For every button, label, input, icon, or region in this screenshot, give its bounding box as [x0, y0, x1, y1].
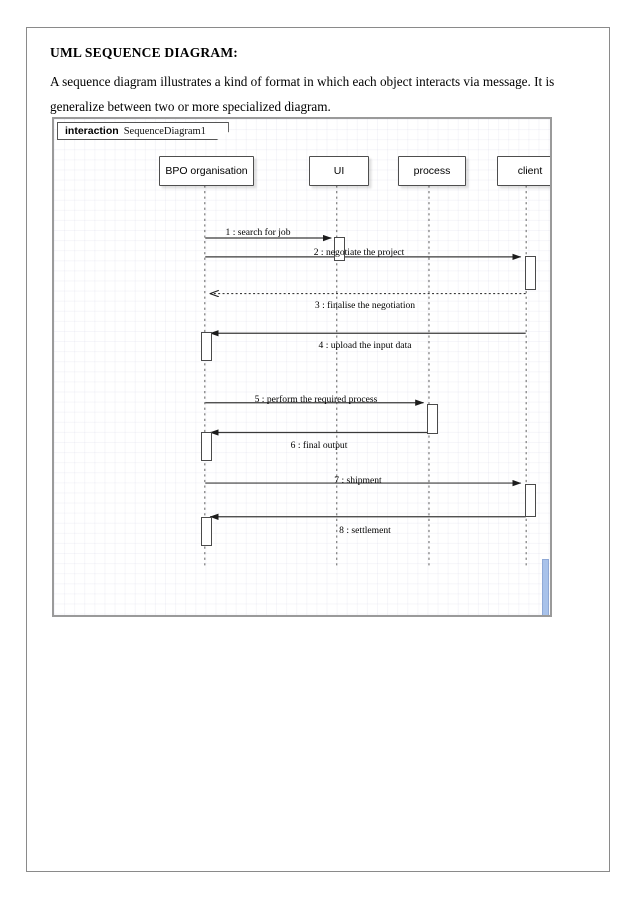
lifeline-head-client[interactable]: client: [497, 156, 550, 186]
lifeline-label: UI: [333, 165, 345, 177]
lifeline-head-process[interactable]: process: [398, 156, 466, 186]
sequence-diagram-frame: interaction SequenceDiagram1 BPO organis…: [52, 117, 552, 617]
frame-label-name: SequenceDiagram1: [123, 125, 206, 137]
activation-bar-ui-0[interactable]: [333, 237, 345, 261]
message-label-4: 4 : upload the input data: [318, 340, 412, 351]
message-label-1: 1 : search for job: [225, 227, 291, 238]
activation-bar-bpo-4[interactable]: [200, 432, 212, 461]
lifeline-label: client: [517, 165, 543, 177]
lifeline-dashes: [204, 185, 527, 566]
lifeline-label: process: [413, 165, 451, 177]
document-paragraph: A sequence diagram illustrates a kind of…: [50, 74, 555, 114]
activation-bar-client-5[interactable]: [524, 484, 536, 517]
activation-bar-bpo-2[interactable]: [200, 332, 212, 361]
lifeline-head-bpo[interactable]: BPO organisation: [159, 156, 254, 186]
activation-bar-bpo-6[interactable]: [200, 517, 212, 546]
activation-bar-process-3[interactable]: [426, 404, 438, 434]
page-title: UML SEQUENCE DIAGRAM:: [50, 45, 238, 60]
message-label-8: 8 : settlement: [339, 525, 391, 536]
message-label-6: 6 : final output: [290, 440, 348, 451]
activation-bar-client-1[interactable]: [524, 256, 536, 290]
frame-label: interaction SequenceDiagram1: [57, 122, 229, 140]
vertical-scrollbar-thumb[interactable]: [542, 559, 549, 615]
diagram-vector-layer: [204, 185, 527, 566]
message-label-7: 7 : shipment: [334, 475, 382, 486]
message-arrows: [205, 234, 526, 520]
message-label-2: 2 : negotiate the project: [313, 247, 405, 258]
lifeline-head-ui[interactable]: UI: [309, 156, 369, 186]
lifeline-label: BPO organisation: [165, 165, 248, 177]
frame-label-keyword: interaction: [65, 125, 119, 137]
message-label-5: 5 : perform the required process: [254, 394, 378, 405]
message-label-3: 3 : finalise the negotiation: [314, 300, 416, 311]
